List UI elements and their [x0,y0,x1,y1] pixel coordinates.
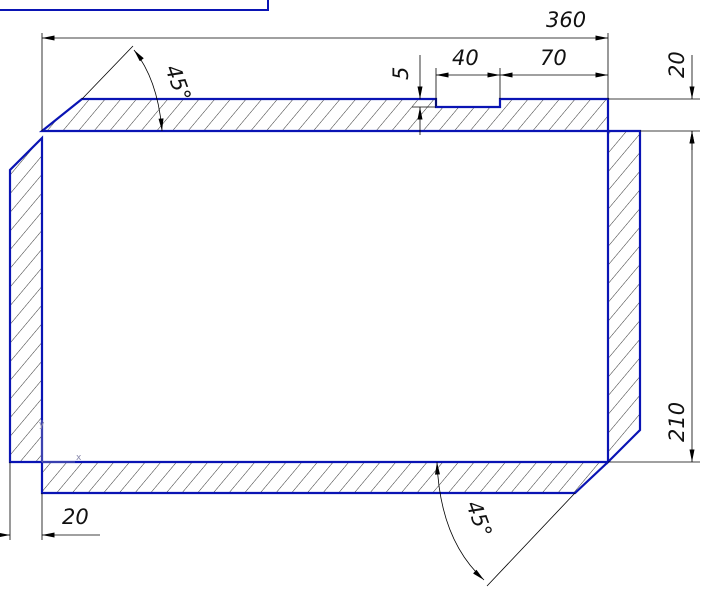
dim-360-text: 360 [546,8,586,32]
angle-arc-bottom [434,461,485,581]
bottom-wall [40,460,611,495]
right-wall [606,129,642,465]
dim-20-left-text: 20 [62,505,89,529]
coordinate-axis-icon [41,420,75,463]
angle-arc-top [133,49,164,132]
dim-70-text: 70 [540,46,567,70]
dimension-lines [0,33,700,587]
axis-y-label: y [39,420,45,430]
left-wall [8,135,44,464]
hatched-walls [8,97,642,495]
axis-x-label: x [76,453,82,463]
dim-40-text: 40 [452,46,479,70]
dim-20-top-text: 20 [665,51,689,78]
angle-bottom-text: 45° [461,498,496,541]
title-block-frame [0,0,269,11]
top-wall [38,97,610,133]
dim-210-text: 210 [665,402,689,442]
dim-5-text: 5 [389,67,413,80]
